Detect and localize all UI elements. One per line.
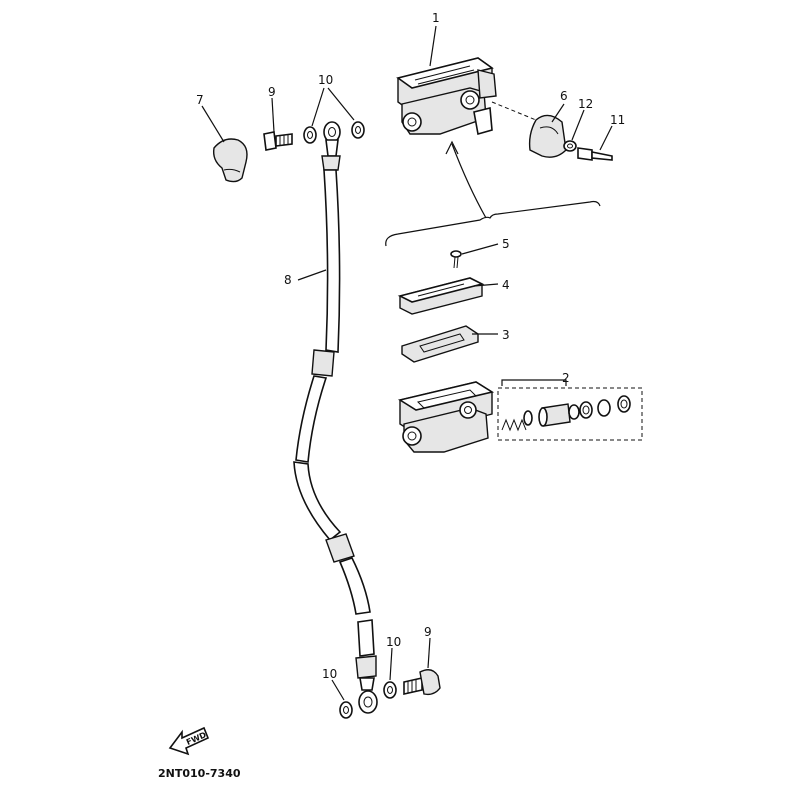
callout-12: 12 bbox=[578, 97, 593, 111]
master-cylinder-body bbox=[397, 381, 495, 453]
hose-cover-7 bbox=[212, 138, 248, 183]
fwd-label: FWD bbox=[185, 730, 208, 747]
brake-hose bbox=[293, 121, 378, 714]
bolt-11 bbox=[577, 147, 613, 161]
crush-washer-10-bottom-b bbox=[383, 681, 397, 699]
forward-direction-arrow bbox=[168, 726, 210, 756]
screw-5 bbox=[450, 250, 462, 269]
diaphragm bbox=[401, 325, 479, 363]
callout-4: 4 bbox=[502, 278, 510, 292]
callout-7: 7 bbox=[196, 93, 204, 107]
washer-12 bbox=[563, 140, 577, 152]
crush-washer-10-top-b bbox=[351, 121, 365, 139]
callout-1: 1 bbox=[432, 11, 440, 25]
piston-kit bbox=[501, 395, 631, 432]
figure-code: 2NT010-7340 bbox=[158, 767, 241, 780]
callout-3: 3 bbox=[502, 328, 510, 342]
callout-8: 8 bbox=[284, 273, 292, 287]
leader-lines bbox=[201, 25, 613, 701]
callout-9-top: 9 bbox=[268, 85, 276, 99]
callout-9-bottom: 9 bbox=[424, 625, 432, 639]
callout-10-top: 10 bbox=[318, 73, 333, 87]
handlebar-clamp bbox=[528, 114, 567, 158]
callout-11: 11 bbox=[610, 113, 625, 127]
callout-10-bottom-right: 10 bbox=[386, 635, 401, 649]
master-cylinder-assembly bbox=[396, 57, 497, 136]
callout-5: 5 bbox=[502, 237, 510, 251]
union-bolt-9-top bbox=[263, 131, 293, 151]
crush-washer-10-top-a bbox=[303, 126, 317, 144]
reservoir-cap bbox=[397, 277, 485, 315]
crush-washer-10-bottom-a bbox=[339, 701, 353, 719]
callout-2: 2 bbox=[562, 371, 570, 385]
callout-10-bottom-left: 10 bbox=[322, 667, 337, 681]
union-bolt-9-bottom bbox=[403, 669, 441, 696]
callout-6: 6 bbox=[560, 89, 568, 103]
